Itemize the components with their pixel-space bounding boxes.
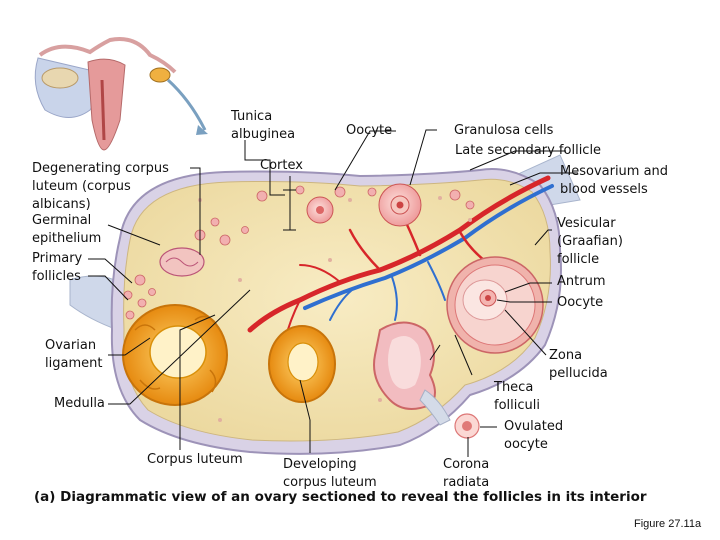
uterus-inset bbox=[34, 37, 208, 151]
corpus-luteum-shape bbox=[122, 304, 228, 406]
label-degenerating-corpus-luteum: Degenerating corpus luteum (corpus albic… bbox=[32, 161, 169, 212]
label-developing-corpus-luteum: Developing corpus luteum bbox=[283, 457, 377, 490]
label-granulosa-cells: Granulosa cells bbox=[454, 123, 554, 138]
ovulated-oocyte bbox=[419, 389, 480, 439]
label-oocyte-top: Oocyte bbox=[346, 123, 393, 138]
label-primary-follicles: Primary follicles bbox=[32, 251, 83, 284]
figure-caption: (a) Diagrammatic view of an ovary sectio… bbox=[34, 489, 647, 505]
label-germinal-epithelium: Germinal epithelium bbox=[32, 213, 102, 246]
label-antrum: Antrum bbox=[557, 274, 606, 289]
primary-follicles bbox=[123, 185, 475, 320]
vesicular-follicle bbox=[446, 256, 544, 354]
label-ovarian-ligament: Ovarian ligament bbox=[45, 338, 103, 371]
secondary-follicles bbox=[306, 183, 422, 227]
label-tunica-albuginea: Tunica albuginea bbox=[231, 109, 296, 142]
label-ovulated-oocyte: Ovulated oocyte bbox=[504, 419, 564, 452]
leader-lines bbox=[88, 129, 578, 457]
label-cortex: Cortex bbox=[260, 158, 303, 173]
label-zona-pellucida: Zona pellucida bbox=[549, 348, 608, 381]
label-corona-radiata: Corona radiata bbox=[443, 457, 490, 490]
label-theca-folliculi: Theca folliculi bbox=[494, 380, 540, 413]
corpus-luteum-secondary bbox=[268, 325, 336, 403]
label-medulla: Medulla bbox=[54, 396, 105, 411]
ovary-stroma bbox=[123, 178, 551, 442]
label-late-secondary-follicle: Late secondary follicle bbox=[455, 143, 602, 158]
figure-number: Figure 27.11a bbox=[634, 518, 702, 530]
blood-vessels bbox=[247, 175, 554, 341]
label-oocyte-right: Oocyte bbox=[557, 295, 604, 310]
label-vesicular-follicle: Vesicular (Graafian) follicle bbox=[557, 216, 623, 267]
label-corpus-luteum: Corpus luteum bbox=[147, 452, 243, 467]
label-mesovarium: Mesovarium and blood vessels bbox=[560, 164, 669, 197]
